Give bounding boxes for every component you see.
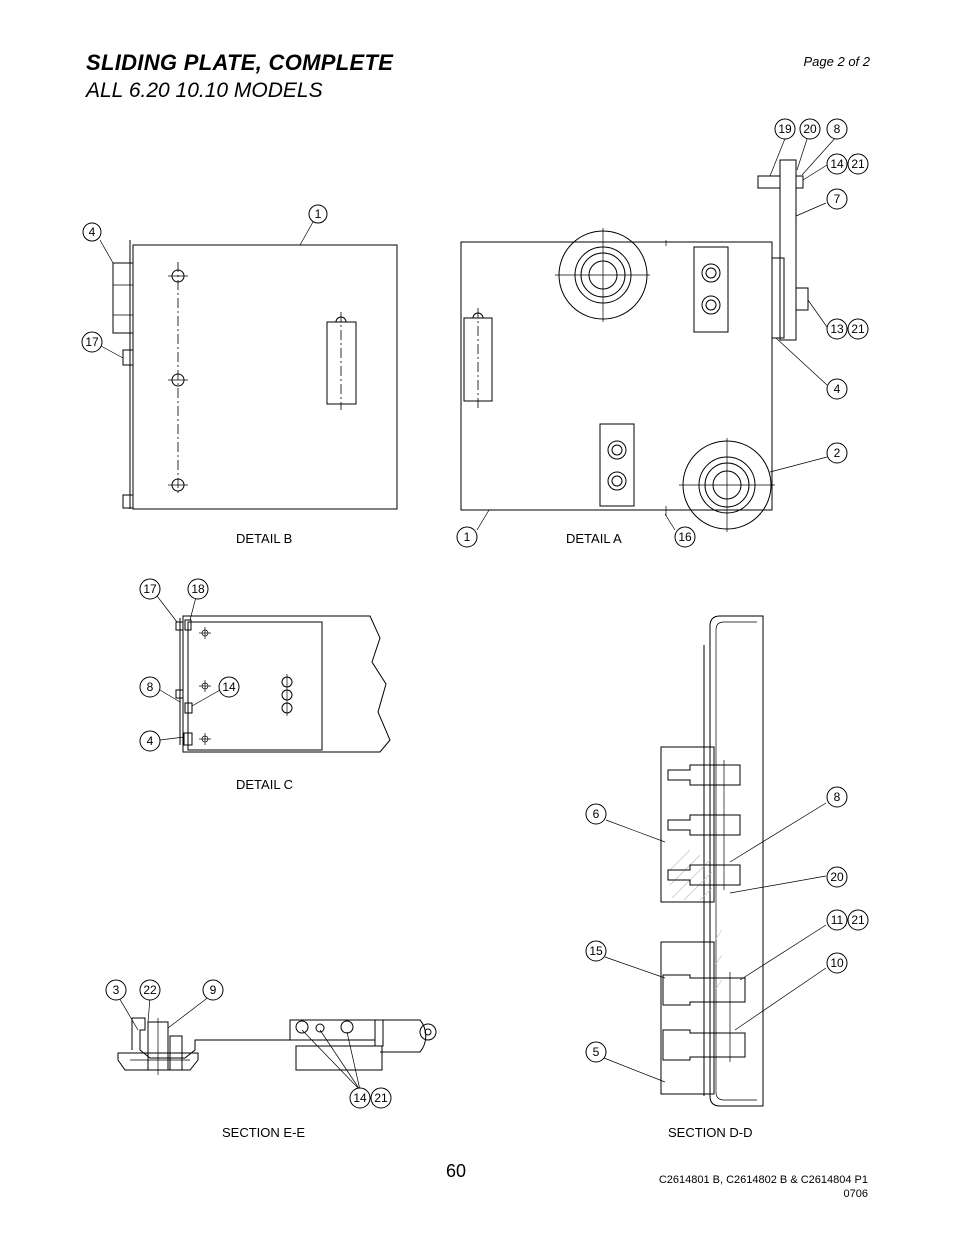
callout-bubble: 21 <box>847 318 869 340</box>
svg-text:14: 14 <box>353 1091 367 1105</box>
callout-bubble: 17 <box>81 331 103 353</box>
callout-bubble: 1 <box>456 526 478 548</box>
callout-bubble: 4 <box>826 378 848 400</box>
section-ee-drawing <box>117 995 437 1091</box>
svg-text:8: 8 <box>147 680 154 694</box>
callout-bubble: 22 <box>139 979 161 1001</box>
callout-bubble: 5 <box>585 1041 607 1063</box>
callout-bubble: 6 <box>585 803 607 825</box>
callout-bubble: 8 <box>139 676 161 698</box>
svg-text:14: 14 <box>830 157 844 171</box>
callout-bubble: 17 <box>139 578 161 600</box>
caption-detail-a: DETAIL A <box>566 531 622 546</box>
callout-bubble: 2 <box>826 442 848 464</box>
caption-detail-b: DETAIL B <box>236 531 293 546</box>
svg-text:1: 1 <box>464 530 471 544</box>
caption-section-ee: SECTION E-E <box>222 1125 306 1140</box>
callout-bubble: 14 <box>826 153 848 175</box>
callout-bubble: 1 <box>308 204 328 224</box>
svg-text:19: 19 <box>778 122 792 136</box>
callout-bubble: 14 <box>218 676 240 698</box>
callout-bubble: 20 <box>799 118 821 140</box>
callout-bubble: 4 <box>82 222 102 242</box>
svg-text:16: 16 <box>678 530 692 544</box>
detail-a-drawing <box>460 135 838 532</box>
svg-text:14: 14 <box>222 680 236 694</box>
caption-section-dd: SECTION D-D <box>668 1125 753 1140</box>
callout-bubble: 13 <box>826 318 848 340</box>
svg-text:4: 4 <box>834 382 841 396</box>
callout-bubble: 18 <box>187 578 209 600</box>
section-dd-drawing <box>603 615 827 1107</box>
callout-bubble: 16 <box>674 526 696 548</box>
svg-text:15: 15 <box>589 944 603 958</box>
svg-text:9: 9 <box>210 983 217 997</box>
detail-c-drawing <box>156 595 391 753</box>
callout-bubble: 19 <box>774 118 796 140</box>
callout-bubble: 8 <box>826 786 848 808</box>
svg-text:13: 13 <box>830 322 844 336</box>
svg-text:22: 22 <box>143 983 157 997</box>
caption-detail-c: DETAIL C <box>236 777 294 792</box>
detail-b-drawing <box>99 221 398 510</box>
callout-bubble: 9 <box>202 979 224 1001</box>
page-title: SLIDING PLATE, COMPLETE <box>86 50 394 75</box>
callout-bubble: 21 <box>847 153 869 175</box>
callout-bubble: 14 <box>349 1087 371 1109</box>
page-number: 60 <box>446 1161 467 1181</box>
svg-text:6: 6 <box>593 807 600 821</box>
callouts-detail-a: 19 20 8 14 21 7 13 21 4 2 1 16 <box>456 118 869 548</box>
svg-text:8: 8 <box>834 790 841 804</box>
callout-bubble: 21 <box>847 909 869 931</box>
callout-bubble: 10 <box>826 952 848 974</box>
document-date: 0706 <box>843 1188 868 1200</box>
callouts-section-dd: 6 8 20 11 21 15 10 5 <box>585 786 869 1063</box>
callout-bubble: 4 <box>139 730 161 752</box>
svg-text:8: 8 <box>834 122 841 136</box>
callout-bubble: 8 <box>826 118 848 140</box>
callouts-detail-b: 1 4 17 <box>81 204 328 353</box>
svg-text:21: 21 <box>374 1091 388 1105</box>
callout-bubble: 11 <box>826 909 848 931</box>
svg-text:7: 7 <box>834 192 841 206</box>
svg-text:18: 18 <box>191 582 205 596</box>
svg-text:21: 21 <box>851 322 865 336</box>
callout-bubble: 7 <box>826 188 848 210</box>
svg-text:4: 4 <box>147 734 154 748</box>
document-code: C2614801 B, C2614802 B & C2614804 P1 <box>658 1174 868 1186</box>
svg-text:20: 20 <box>830 870 844 884</box>
callout-bubble: 20 <box>826 866 848 888</box>
callouts-section-ee: 3 22 9 14 21 <box>105 979 392 1109</box>
svg-text:2: 2 <box>834 446 841 460</box>
svg-text:17: 17 <box>85 335 99 349</box>
svg-text:10: 10 <box>830 956 844 970</box>
page-indicator: Page 2 of 2 <box>803 54 871 69</box>
svg-text:3: 3 <box>113 983 120 997</box>
callout-bubble: 3 <box>105 979 127 1001</box>
svg-text:21: 21 <box>851 913 865 927</box>
callout-bubble: 21 <box>370 1087 392 1109</box>
svg-text:20: 20 <box>803 122 817 136</box>
svg-text:4: 4 <box>89 225 96 239</box>
callout-bubble: 15 <box>585 940 607 962</box>
svg-text:5: 5 <box>593 1045 600 1059</box>
svg-text:11: 11 <box>831 913 844 927</box>
svg-text:17: 17 <box>143 582 157 596</box>
page-subtitle: ALL 6.20 10.10 MODELS <box>86 79 323 102</box>
callouts-detail-c: 17 18 8 14 4 <box>139 578 240 752</box>
svg-text:21: 21 <box>851 157 865 171</box>
svg-text:1: 1 <box>315 207 322 221</box>
